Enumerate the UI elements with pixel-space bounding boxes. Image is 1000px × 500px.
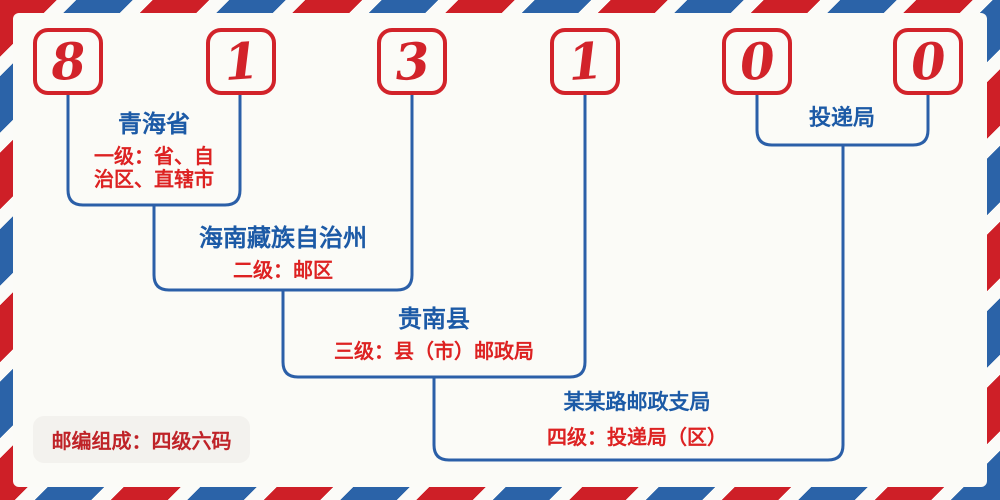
label-level1-province: 青海省 一级：省、自 治区、直辖市 xyxy=(54,111,254,191)
postcode-digit-box-1: 8 xyxy=(33,28,103,95)
level3-description: 三级：县（市）邮政局 xyxy=(334,339,534,364)
level1-region-name: 青海省 xyxy=(118,110,190,138)
postcode-digit-1: 8 xyxy=(48,30,88,92)
postcode-digit-box-6: 0 xyxy=(893,28,963,95)
level2-description: 二级：邮区 xyxy=(233,258,333,283)
level2-region-name: 海南藏族自治州 xyxy=(199,224,367,252)
postcode-digit-2: 1 xyxy=(221,30,261,92)
label-level4-branch: 某某路邮政支局 四级：投递局（区） xyxy=(512,390,762,450)
label-level2-prefecture: 海南藏族自治州 二级：邮区 xyxy=(158,225,408,282)
label-level3-county: 贵南县 三级：县（市）邮政局 xyxy=(309,306,559,363)
postcode-digit-5: 0 xyxy=(737,30,777,92)
connector-delivery-bracket xyxy=(755,95,930,147)
postcode-digit-box-5: 0 xyxy=(722,28,792,95)
postcode-digit-4: 1 xyxy=(565,30,605,92)
postcode-digit-box-4: 1 xyxy=(550,28,620,95)
diagram-canvas xyxy=(13,13,987,487)
level1-description-line2: 治区、直辖市 xyxy=(94,167,214,192)
postcode-digit-box-3: 3 xyxy=(377,28,447,95)
level3-region-name: 贵南县 xyxy=(398,305,470,333)
postcode-composition-badge: 邮编组成：四级六码 xyxy=(33,416,250,463)
postcode-digit-3: 3 xyxy=(392,30,432,92)
delivery-office-name: 投递局 xyxy=(808,106,875,131)
postcode-composition-text: 邮编组成：四级六码 xyxy=(51,429,232,453)
connector-level4-bracket xyxy=(432,145,845,462)
level4-description: 四级：投递局（区） xyxy=(547,425,727,450)
postcode-digit-6: 0 xyxy=(908,30,948,92)
level4-region-name: 某某路邮政支局 xyxy=(563,390,711,414)
postcode-digit-box-2: 1 xyxy=(206,28,276,95)
label-delivery-office: 投递局 xyxy=(767,106,917,131)
level1-description-line1: 一级：省、自 xyxy=(94,144,214,169)
level1-description: 一级：省、自 治区、直辖市 xyxy=(54,145,254,191)
